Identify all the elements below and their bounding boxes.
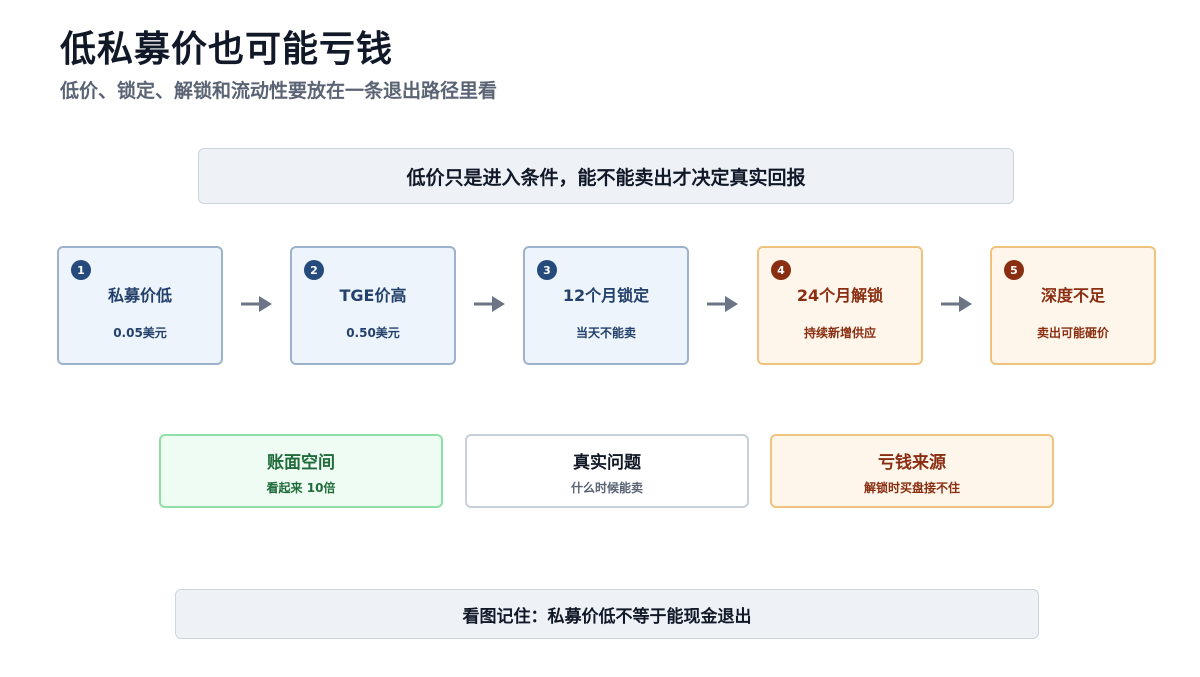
step-description: 当天不能卖 <box>575 326 636 340</box>
card-title: 亏钱来源 <box>878 453 946 473</box>
step-number-badge: 1 <box>71 260 91 280</box>
step-number-badge: 5 <box>1004 260 1024 280</box>
arrow-right-icon <box>707 296 738 312</box>
step-number-badge: 3 <box>537 260 557 280</box>
card-loss-source: 亏钱来源 解锁时买盘接不住 <box>770 434 1054 508</box>
card-description: 什么时候能卖 <box>570 481 643 495</box>
card-description: 解锁时买盘接不住 <box>863 481 960 495</box>
arrow-right-icon <box>474 296 505 312</box>
footer-text: 看图记住：私募价低不等于能现金退出 <box>462 606 752 627</box>
card-description: 看起来 10倍 <box>266 481 336 495</box>
step-number-badge: 2 <box>304 260 324 280</box>
step-title: TGE价高 <box>339 286 407 305</box>
step-title: 私募价低 <box>107 286 172 305</box>
card-paper-upside: 账面空间 看起来 10倍 <box>159 434 443 508</box>
page-title: 低私募价也可能亏钱 <box>60 29 394 70</box>
step-number-badge: 4 <box>771 260 791 280</box>
arrow-right-icon <box>241 296 272 312</box>
card-title: 账面空间 <box>267 453 335 473</box>
step-description: 卖出可能砸价 <box>1036 326 1109 340</box>
step-title: 深度不足 <box>1040 286 1105 305</box>
step-description: 持续新增供应 <box>803 326 876 340</box>
step-title: 24个月解锁 <box>796 286 884 305</box>
arrow-right-icon <box>941 296 972 312</box>
takeaway-footer: 看图记住：私募价低不等于能现金退出 <box>175 589 1039 639</box>
key-message-banner: 低价只是进入条件，能不能卖出才决定真实回报 <box>198 148 1014 204</box>
step-4-box: 4 24个月解锁 持续新增供应 <box>757 246 923 365</box>
card-title: 真实问题 <box>573 453 641 473</box>
step-2-box: 2 TGE价高 0.50美元 <box>290 246 456 365</box>
step-5-box: 5 深度不足 卖出可能砸价 <box>990 246 1156 365</box>
page-subtitle: 低价、锁定、解锁和流动性要放在一条退出路径里看 <box>60 80 498 102</box>
step-1-box: 1 私募价低 0.05美元 <box>57 246 223 365</box>
step-description: 0.05美元 <box>113 326 167 340</box>
step-3-box: 3 12个月锁定 当天不能卖 <box>523 246 689 365</box>
step-title: 12个月锁定 <box>562 286 650 305</box>
card-real-question: 真实问题 什么时候能卖 <box>465 434 749 508</box>
step-description: 0.50美元 <box>346 326 400 340</box>
banner-text: 低价只是进入条件，能不能卖出才决定真实回报 <box>406 166 806 189</box>
